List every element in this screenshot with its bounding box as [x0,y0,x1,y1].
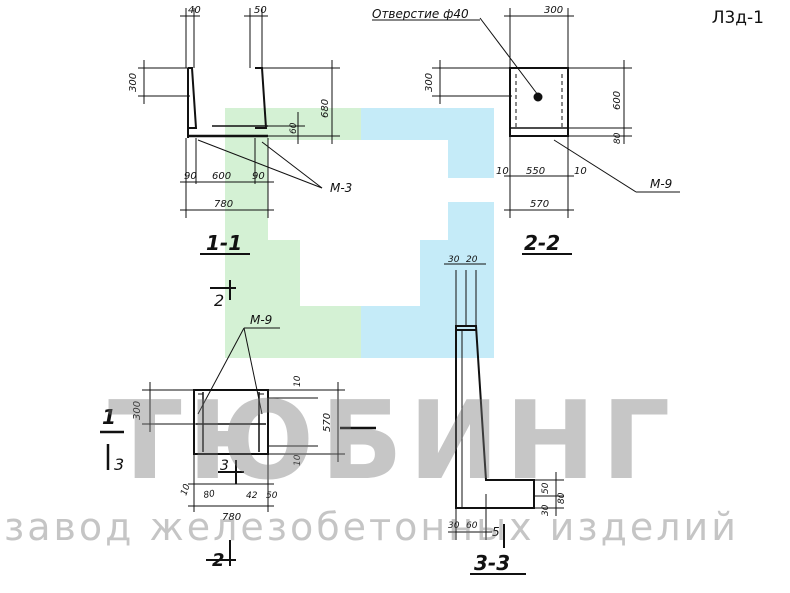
dim-label: 50 [266,491,278,501]
dim-label: 550 [526,166,545,177]
cut-mark-label: 3 [220,458,229,474]
dim-label: 60 [466,521,478,531]
section-title: 3-3 [474,551,510,575]
sheet-code-label: Л3д-1 [711,8,764,28]
dim-label: 10 [574,166,587,177]
dim-label: 300 [544,5,563,16]
dim-label: 780 [222,512,241,523]
cut-mark-label: 3 [114,455,124,474]
dim-label: 90 [184,171,197,182]
dim-label: 10 [179,483,192,497]
section-title: 2-2 [524,231,560,255]
dim-label: 60 [289,122,299,134]
section-mark: 2 [214,291,224,310]
dim-label: 300 [132,401,143,420]
dim-label: 80 [613,132,623,144]
tagline-watermark: завод железобетонных изделий [4,505,739,549]
callout-label: М-9 [650,177,672,191]
dim-label: 600 [212,171,231,182]
cut-mark-label: 2 [212,550,225,571]
plan-view [100,327,376,566]
dim-label: 10 [496,166,509,177]
brand-watermark: ТЮБИНГ [108,379,677,504]
dim-label: 570 [322,413,333,432]
dim-label: 50 [254,5,267,16]
dim-label: 600 [612,91,623,110]
dim-label: 300 [424,73,435,92]
dim-label: 10 [293,454,303,466]
dim-label: 10 [293,375,303,387]
section-3-3-view [444,263,564,575]
dim-label: 30 [448,521,460,531]
dim-label: 5 [492,525,500,539]
dim-label: 90 [252,171,265,182]
dim-label: 570 [530,199,549,210]
dim-label: 42 [246,491,258,501]
dim-label: 50 [541,482,551,494]
hole-note-label: Отверстие ф40 [372,7,469,21]
dim-label: 80 [203,489,216,501]
dim-label: 680 [320,99,331,118]
section-title: 1-1 [206,231,242,255]
callout-label: М-3 [330,181,352,195]
section-2-2-view [372,8,680,255]
dim-label: 30 [448,255,460,265]
dim-label: 20 [466,255,478,265]
dim-label: 780 [214,199,233,210]
cut-mark-label: 1 [102,405,116,429]
dim-label: 80 [557,492,567,504]
section-1-1-view [138,8,340,300]
dim-label: 300 [128,73,139,92]
dim-label: 30 [541,504,551,516]
dim-label: 40 [188,5,201,16]
callout-label: М-9 [250,313,272,327]
